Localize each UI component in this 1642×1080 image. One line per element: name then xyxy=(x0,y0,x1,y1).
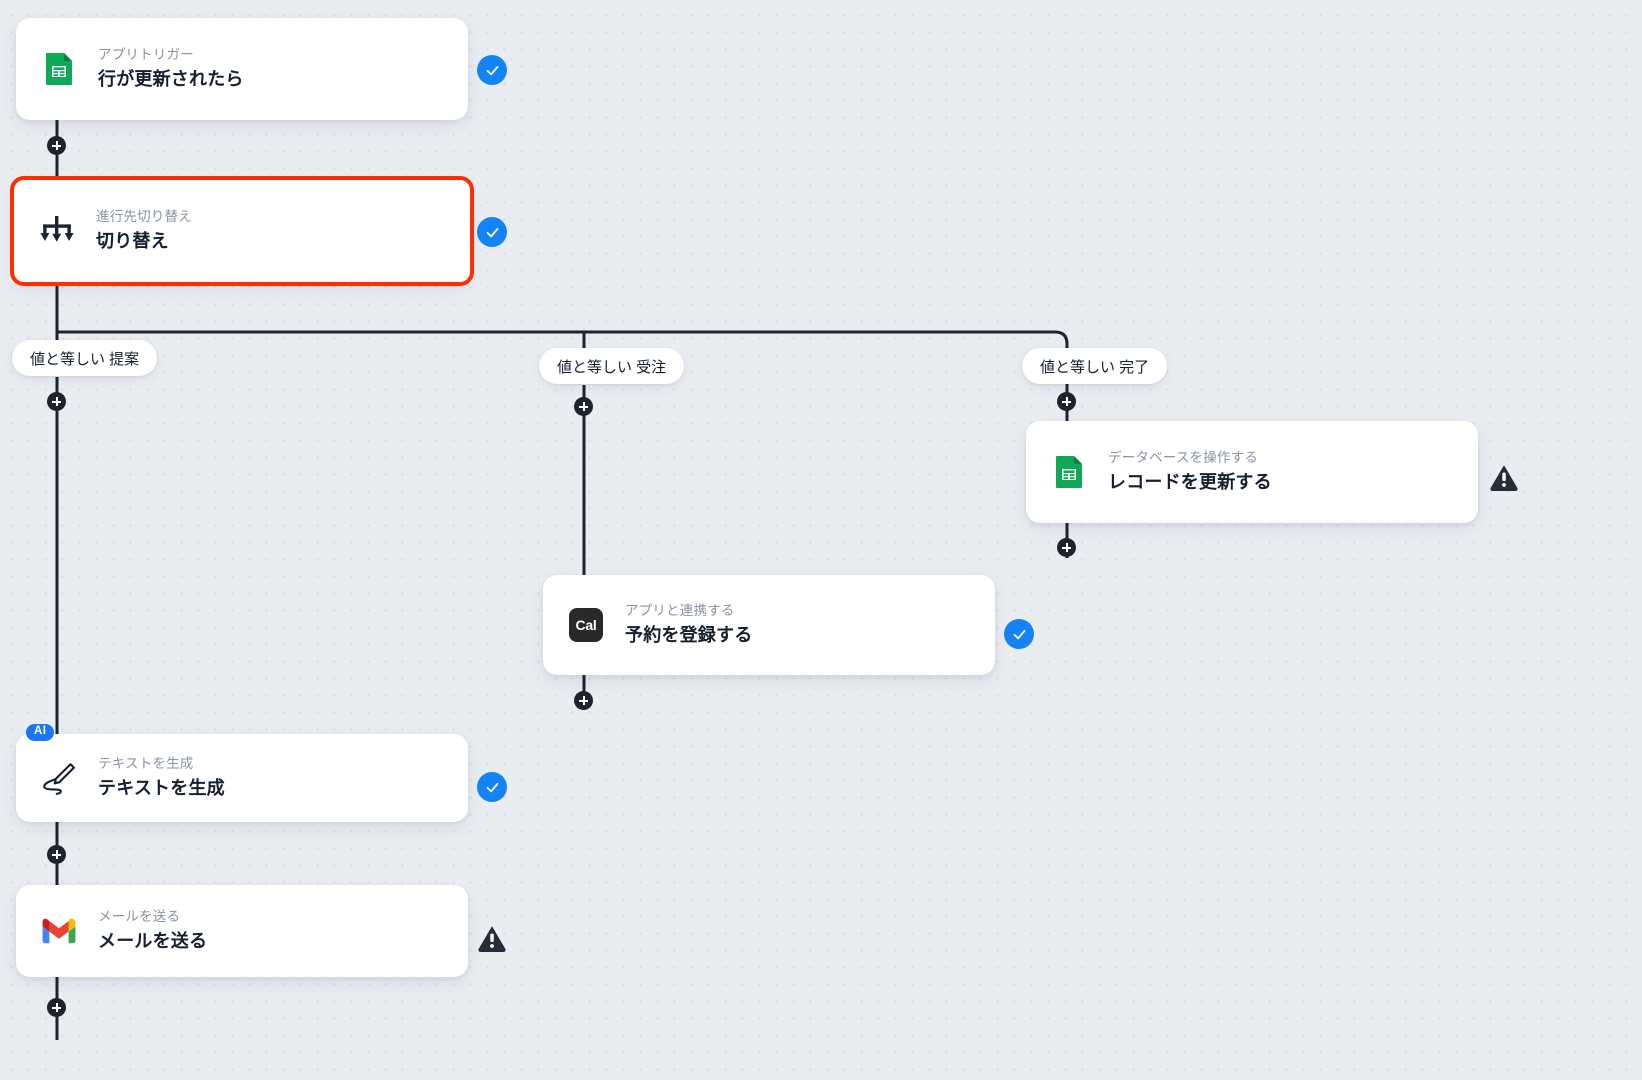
add-step-button-after-trigger[interactable] xyxy=(47,136,66,155)
branch-label: 値と等しい 受注 xyxy=(557,358,667,376)
status-badge-warning-update-record[interactable] xyxy=(1489,462,1519,492)
gmail-icon xyxy=(40,912,78,950)
node-subtitle: アプリトリガー xyxy=(98,47,194,63)
ai-badge: AI xyxy=(26,724,55,741)
node-generate-text[interactable]: AI テキストを生成 テキストを生成 xyxy=(16,724,468,822)
node-text: アプリと連携する 予約を登録する xyxy=(625,603,752,646)
add-step-button-after-send-mail[interactable] xyxy=(47,998,66,1017)
branch-chip-done[interactable]: 値と等しい 完了 xyxy=(1022,348,1168,384)
node-title: 行が更新されたら xyxy=(98,69,244,90)
node-text: データベースを操作する レコードを更新する xyxy=(1108,450,1272,493)
node-app-trigger[interactable]: アプリトリガー 行が更新されたら xyxy=(16,18,468,120)
check-icon xyxy=(486,65,498,75)
node-title: レコードを更新する xyxy=(1108,472,1272,493)
status-badge-ok-generate-text[interactable] xyxy=(477,772,507,802)
node-title: テキストを生成 xyxy=(98,778,225,799)
node-switch[interactable]: 進行先切り替え 切り替え xyxy=(10,176,474,286)
add-step-button-branch-order[interactable] xyxy=(574,397,593,416)
node-text: 進行先切り替え 切り替え xyxy=(96,209,192,252)
cal-icon: Cal xyxy=(567,606,605,644)
node-subtitle: 進行先切り替え xyxy=(96,209,192,225)
ai-pen-icon xyxy=(40,759,78,797)
node-title: メールを送る xyxy=(98,931,208,952)
status-badge-warning-send-mail[interactable] xyxy=(477,923,507,953)
branch-chip-order[interactable]: 値と等しい 受注 xyxy=(539,348,685,384)
branch-switch-icon xyxy=(38,212,76,250)
node-title: 予約を登録する xyxy=(625,625,753,646)
branch-label: 値と等しい 提案 xyxy=(30,350,140,368)
check-icon xyxy=(486,227,498,237)
cal-logo-square: Cal xyxy=(569,608,603,642)
status-badge-ok-trigger[interactable] xyxy=(477,55,507,85)
node-subtitle: テキストを生成 xyxy=(98,756,194,772)
node-text: アプリトリガー 行が更新されたら xyxy=(98,47,244,90)
check-icon xyxy=(486,782,498,792)
node-subtitle: データベースを操作する xyxy=(1108,450,1259,466)
add-step-button-after-update-record[interactable] xyxy=(1057,538,1076,557)
node-text: テキストを生成 テキストを生成 xyxy=(98,756,225,799)
status-badge-ok-cal-booking[interactable] xyxy=(1004,619,1034,649)
warning-icon xyxy=(1490,465,1518,491)
add-step-button-branch-done[interactable] xyxy=(1057,392,1076,411)
add-step-button-after-generate-text[interactable] xyxy=(47,845,66,864)
node-title: 切り替え xyxy=(96,231,169,252)
status-badge-ok-switch[interactable] xyxy=(477,217,507,247)
branch-chip-proposal[interactable]: 値と等しい 提案 xyxy=(12,340,158,376)
node-subtitle: アプリと連携する xyxy=(625,603,735,619)
node-cal-booking[interactable]: Cal アプリと連携する 予約を登録する xyxy=(543,575,995,675)
node-send-mail[interactable]: メールを送る メールを送る xyxy=(16,885,468,977)
add-step-button-branch-proposal[interactable] xyxy=(47,392,66,411)
add-step-button-after-cal-booking[interactable] xyxy=(574,691,593,710)
warning-icon xyxy=(478,926,506,952)
node-subtitle: メールを送る xyxy=(98,909,181,925)
node-text: メールを送る メールを送る xyxy=(98,909,207,952)
check-icon xyxy=(1013,629,1025,639)
google-sheets-icon xyxy=(40,50,78,88)
google-sheets-icon xyxy=(1050,453,1088,491)
branch-label: 値と等しい 完了 xyxy=(1040,358,1150,376)
node-update-record[interactable]: データベースを操作する レコードを更新する xyxy=(1026,421,1478,523)
